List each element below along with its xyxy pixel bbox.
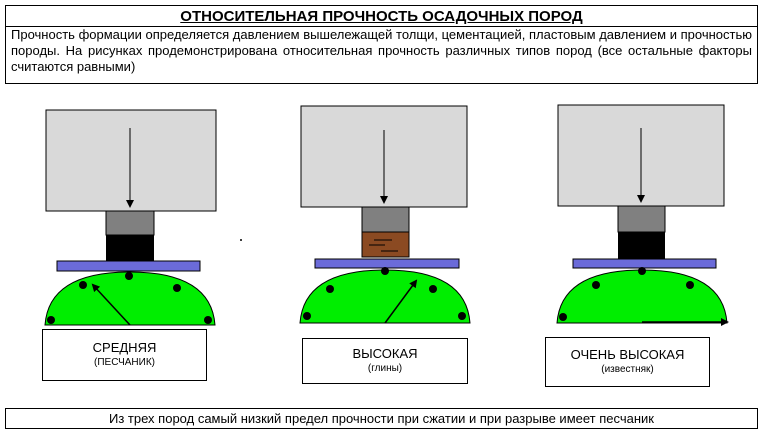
gauge-tick (592, 281, 600, 289)
piston (361, 206, 410, 233)
press-block (45, 109, 217, 212)
caption-limestone: ОЧЕНЬ ВЫСОКАЯ (известняк) (545, 337, 710, 387)
rock-sample (106, 235, 154, 261)
gauge-tick (686, 281, 694, 289)
gauge-dial (556, 269, 728, 324)
caption-sandstone: СРЕДНЯЯ (ПЕСЧАНИК) (42, 329, 207, 381)
base-plate (314, 258, 460, 269)
caption-sublabel: (известняк) (601, 364, 654, 375)
piston (105, 210, 155, 236)
gauge-dial (299, 269, 471, 324)
gauge-tick (381, 267, 389, 275)
footer-conclusion: Из трех пород самый низкий предел прочно… (5, 408, 758, 429)
gauge-tick (47, 316, 55, 324)
caption-label: ВЫСОКАЯ (352, 346, 418, 361)
caption-sublabel: (ПЕСЧАНИК) (94, 357, 155, 368)
gauge-tick (125, 272, 133, 280)
gauge-tick (638, 267, 646, 275)
press-panel-limestone (556, 104, 729, 326)
stray-dot (240, 239, 242, 241)
gauge-tick (458, 312, 466, 320)
gauge-tick (326, 285, 334, 293)
caption-clay: ВЫСОКАЯ (глины) (302, 338, 468, 384)
press-panel-sandstone (44, 109, 217, 326)
gauge-needle (384, 279, 418, 324)
gauge-tick (173, 284, 181, 292)
base-plate (572, 258, 717, 269)
caption-sublabel: (глины) (367, 363, 403, 374)
gauge-tick (429, 285, 437, 293)
rock-sample (618, 232, 665, 259)
base-plate (56, 260, 201, 272)
piston (617, 205, 666, 233)
gauge-dial (44, 271, 216, 326)
intro-text: Прочность формации определяется давление… (5, 26, 758, 84)
gauge-tick (204, 316, 212, 324)
gauge-tick (79, 281, 87, 289)
caption-label: ОЧЕНЬ ВЫСОКАЯ (570, 347, 685, 362)
gauge-tick (559, 313, 567, 321)
caption-label: СРЕДНЯЯ (92, 340, 157, 355)
press-panel-clay (299, 105, 471, 324)
gauge-tick (303, 312, 311, 320)
gauge-needle (91, 283, 131, 326)
